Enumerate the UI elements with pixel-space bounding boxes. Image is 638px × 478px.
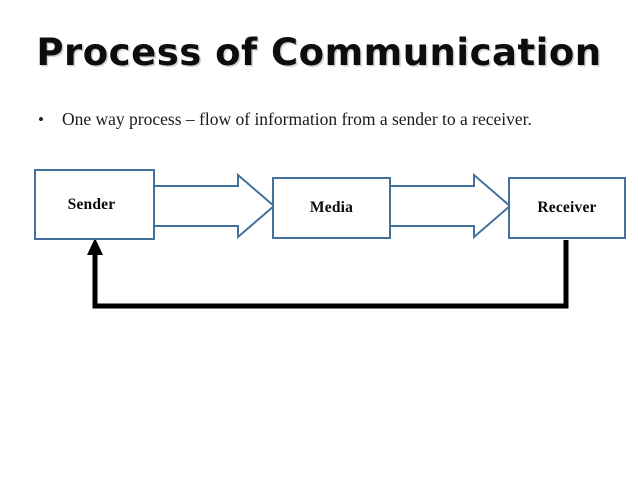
node-receiver-label: Receiver <box>537 199 597 216</box>
node-media[interactable]: Media <box>272 177 391 239</box>
arrow-media-to-receiver-icon <box>388 172 512 240</box>
page-title: Process of Communication <box>36 31 602 74</box>
node-media-label: Media <box>309 199 354 216</box>
arrow-sender-to-media-icon <box>152 172 276 240</box>
node-sender[interactable]: Sender <box>34 169 155 240</box>
feedback-loop-line <box>92 240 569 309</box>
node-sender-label: Sender <box>67 195 116 213</box>
bullet-marker-icon: • <box>38 110 44 129</box>
feedback-arrowhead-icon <box>87 238 103 255</box>
bullet-list-item: • One way process – flow of information … <box>30 108 620 131</box>
bullet-text: One way process – flow of information fr… <box>62 109 532 129</box>
node-receiver[interactable]: Receiver <box>508 177 626 239</box>
